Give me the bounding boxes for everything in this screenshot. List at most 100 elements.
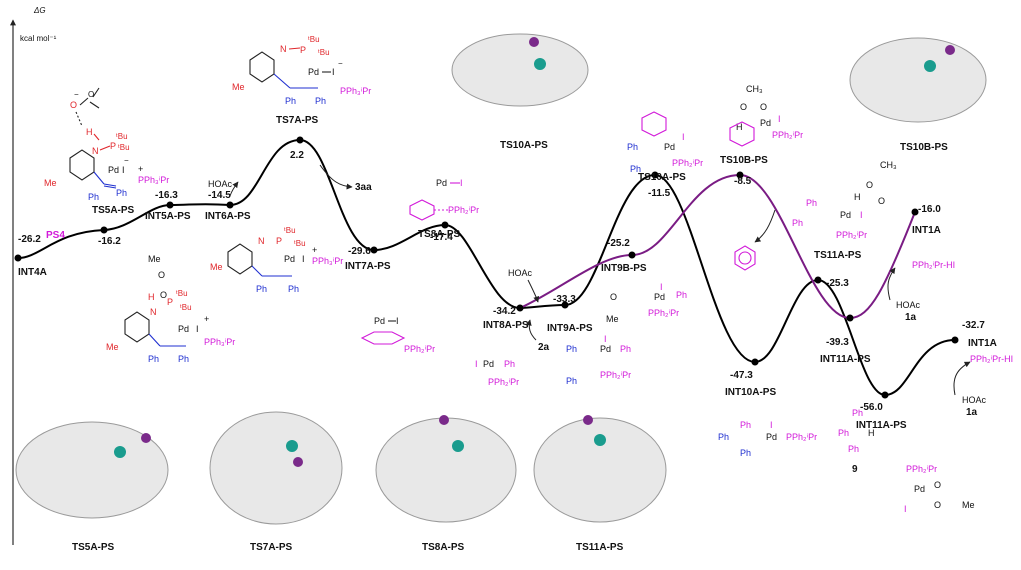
state-label: INT1A (912, 225, 941, 236)
state-int1a-lower: -32.7 INT1A (951, 320, 997, 349)
svg-text:Ph: Ph (838, 428, 849, 438)
svg-text:Ph: Ph (718, 432, 729, 442)
svg-text:Ph: Ph (630, 164, 641, 174)
svg-text:PPh₂ⁱPr: PPh₂ⁱPr (648, 308, 679, 318)
svg-text:CH₃: CH₃ (880, 160, 897, 170)
svg-text:O: O (740, 102, 747, 112)
state-label: INT8A-PS (483, 320, 529, 331)
svg-text:Pd: Pd (664, 142, 675, 152)
energy-value: -16.3 (155, 190, 178, 201)
ts8a-structure: Pd I PPh₂ⁱPr TS8A-PS (409, 178, 479, 240)
energy-value: -11.5 (648, 188, 671, 199)
state-label: INT6A-PS (205, 211, 251, 222)
svg-text:Pd: Pd (178, 324, 189, 334)
svg-text:I: I (196, 324, 199, 334)
state-label: TS10A-PS (638, 172, 686, 183)
state-ts8a: -17.4 (430, 221, 453, 243)
svg-text:Ph: Ph (116, 188, 127, 198)
svg-text:Pd: Pd (436, 178, 447, 188)
ts11a-3d-label: TS11A-PS (576, 542, 624, 553)
ts10b-structure: CH₃ O O H Pd I PPh₂ⁱPr (729, 84, 803, 147)
svg-text:H: H (86, 127, 93, 137)
energy-value: -29.6 (348, 246, 371, 257)
svg-text:−: − (124, 156, 129, 165)
svg-text:PPh₂ⁱPr: PPh₂ⁱPr (448, 205, 479, 215)
svg-text:+: + (312, 245, 317, 255)
svg-text:ᵗBu: ᵗBu (176, 289, 188, 298)
svg-text:9: 9 (852, 464, 858, 475)
svg-text:PPh₃ⁱPr: PPh₃ⁱPr (312, 256, 343, 266)
svg-text:PPh₂ⁱPr: PPh₂ⁱPr (404, 344, 435, 354)
ts10b-3d-label: TS10B-PS (900, 142, 948, 153)
svg-text:Me: Me (606, 314, 619, 324)
state-ts7a: 2.2 (290, 136, 304, 161)
state-int9a: -33.3 INT9A-PS (547, 294, 593, 334)
svg-text:PPh₂ⁱPr: PPh₂ⁱPr (772, 130, 803, 140)
svg-text:I: I (396, 316, 399, 326)
svg-text:H: H (148, 292, 155, 302)
state-label: INT4A (18, 267, 47, 278)
int5a-structure: Me O O H N P ᵗBu ᵗBu Pd I + PPh₃ⁱPr Me P… (106, 254, 235, 364)
product-9-structure: Ph Ph H Ph 9 (838, 408, 875, 475)
product-3aa-label: 3aa (355, 182, 372, 193)
svg-text:Ph: Ph (676, 290, 687, 300)
svg-text:N: N (280, 44, 287, 54)
state-int7a: -29.6 INT7A-PS (345, 246, 391, 272)
state-label: INT1A (968, 338, 997, 349)
svg-text:Pd: Pd (766, 432, 777, 442)
state-label: TS10B-PS (720, 155, 768, 166)
ts11a-structure: CH₃ O O H Pd I PPh₂ⁱPr Ph Ph (792, 160, 897, 240)
svg-text:Pd: Pd (284, 254, 295, 264)
pph2ipr-hi-lower: PPh₂ⁱPr-HI (970, 354, 1013, 364)
product-3aa-arrow (319, 164, 353, 190)
energy-value: -56.0 (860, 402, 883, 413)
svg-text:Ph: Ph (848, 444, 859, 454)
svg-text:I: I (604, 334, 607, 344)
ts10a-3d-structure: TS10A-PS (451, 33, 589, 151)
svg-text:O: O (158, 270, 165, 280)
svg-text:O: O (88, 90, 94, 99)
state-label: TS11A-PS (814, 250, 862, 261)
energy-value: -14.5 (208, 190, 231, 201)
svg-text:Pd: Pd (108, 165, 119, 175)
int6a-structure: Me N P ᵗBu ᵗBu Pd I + PPh₃ⁱPr Ph Ph (210, 226, 343, 294)
svg-text:Ph: Ph (88, 192, 99, 202)
svg-text:Me: Me (962, 500, 975, 510)
svg-text:Pd: Pd (374, 316, 385, 326)
svg-text:Pd: Pd (308, 67, 319, 77)
svg-text:Ph: Ph (620, 344, 631, 354)
svg-text:PPh₂ⁱPr: PPh₂ⁱPr (836, 230, 867, 240)
svg-text:O: O (866, 180, 873, 190)
svg-text:O: O (878, 196, 885, 206)
hoac-arrow-mid (527, 279, 540, 303)
state-int5a: -16.3 INT5A-PS (145, 190, 191, 222)
hoac-label-top: HOAc (208, 179, 233, 189)
int11a-structure: PPh₂ⁱPr Pd O O I Me (904, 464, 975, 514)
svg-text:ᵗBu: ᵗBu (294, 239, 306, 248)
ts5a-3d-label: TS5A-PS (72, 542, 115, 553)
svg-text:PPh₃ⁱPr: PPh₃ⁱPr (138, 175, 169, 185)
reagent-2a-label: 2a (538, 342, 550, 353)
reagent-1a-label-upper: 1a (905, 312, 917, 323)
ts7a-3d-label: TS7A-PS (250, 542, 293, 553)
ts10b-3d-structure: TS10B-PS (849, 37, 987, 153)
svg-text:Pd: Pd (840, 210, 851, 220)
energy-value: -8.5 (734, 176, 752, 187)
int7a-structure: Pd I PPh₂ⁱPr (360, 316, 435, 354)
svg-text:CH₃: CH₃ (746, 84, 763, 94)
svg-text:−: − (338, 59, 343, 68)
svg-text:I: I (302, 254, 305, 264)
energy-value: -16.2 (98, 236, 121, 247)
svg-text:+: + (138, 164, 143, 174)
svg-text:PPh₂ⁱPr: PPh₂ⁱPr (488, 377, 519, 387)
int9a-structure: O Pd Ph I PPh₂ⁱPr Me (606, 282, 687, 324)
svg-text:P: P (110, 141, 116, 151)
svg-text:Me: Me (232, 82, 245, 92)
svg-text:N: N (150, 307, 157, 317)
svg-text:Ph: Ph (566, 376, 577, 386)
svg-text:TS5A-PS: TS5A-PS (92, 205, 135, 216)
state-label: INT7A-PS (345, 261, 391, 272)
svg-text:I: I (122, 165, 125, 175)
state-ts5a: -16.2 (98, 226, 121, 247)
reagent-2a-arrow (525, 319, 537, 341)
